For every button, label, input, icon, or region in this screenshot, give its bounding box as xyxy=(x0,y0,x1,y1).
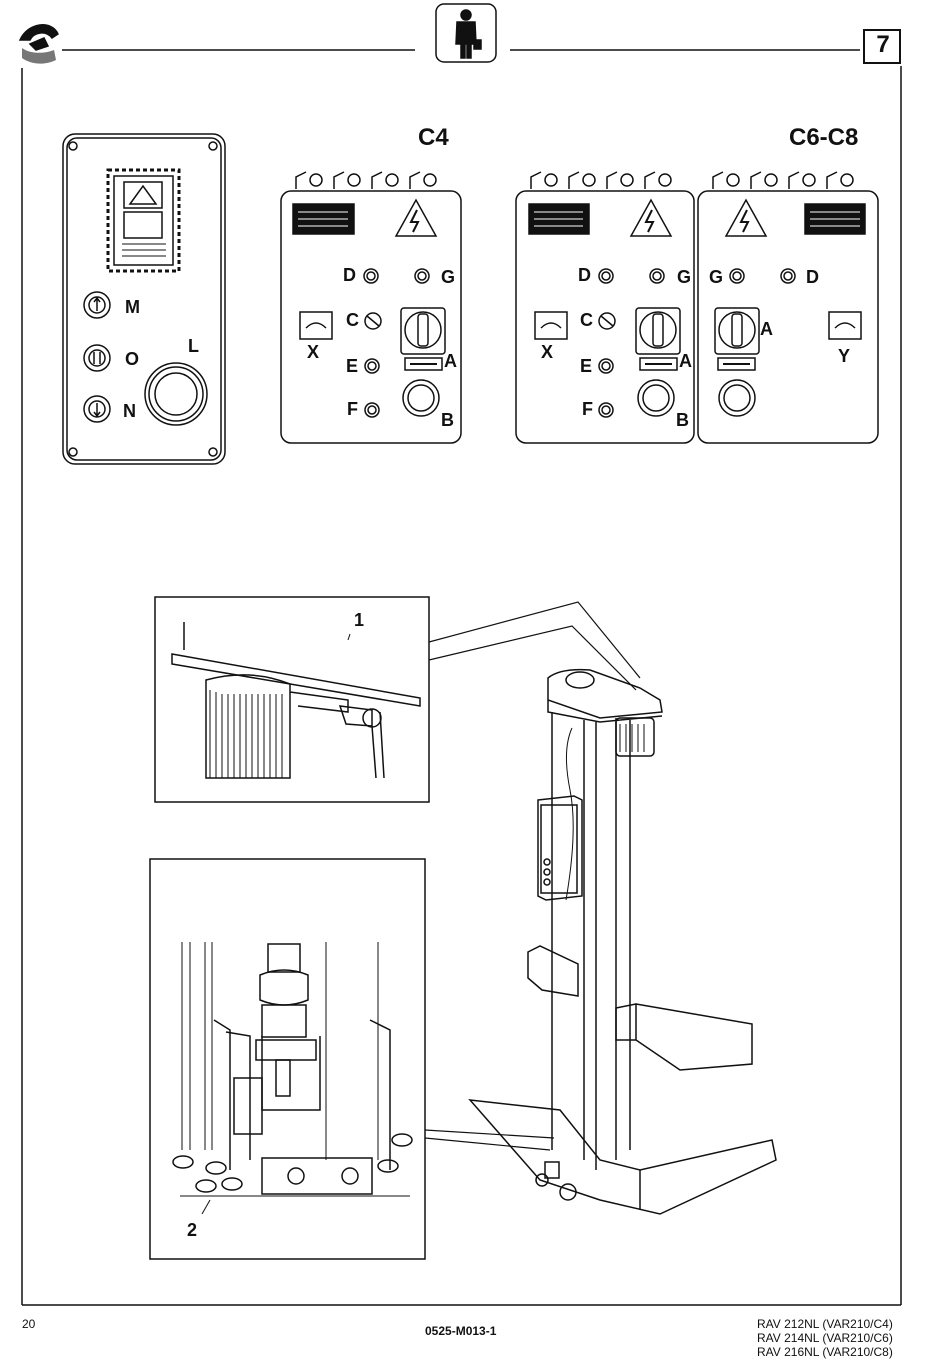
c6r-label-d: D xyxy=(806,268,819,286)
model-line-1: RAV 212NL (VAR210/C4) xyxy=(757,1317,893,1331)
detail-2-drawing xyxy=(150,859,554,1259)
page-marker: 7 xyxy=(867,31,899,59)
callout-1: 1 xyxy=(354,611,364,629)
c4-label-x: X xyxy=(307,343,319,361)
c4-label-g: G xyxy=(441,268,455,286)
remote-control-panel xyxy=(63,134,225,464)
c6l-label-x: X xyxy=(541,343,553,361)
c6l-label-c: C xyxy=(580,311,593,329)
panel-title-c6-c8: C6-C8 xyxy=(789,124,858,152)
c6l-label-g: G xyxy=(677,268,691,286)
panel-c6-right xyxy=(698,172,878,443)
c4-label-a: A xyxy=(444,352,457,370)
lift-column-drawing xyxy=(470,670,776,1214)
c6r-label-g: G xyxy=(709,268,723,286)
label-o: O xyxy=(125,350,139,368)
panel-title-c4: C4 xyxy=(418,124,449,152)
label-l: L xyxy=(188,337,199,355)
callout-2: 2 xyxy=(187,1221,197,1239)
c4-label-f: F xyxy=(347,400,358,418)
c4-label-c: C xyxy=(346,311,359,329)
c4-label-e: E xyxy=(346,357,358,375)
page-number: 20 xyxy=(22,1317,35,1331)
c6l-label-d: D xyxy=(578,266,591,284)
c6l-label-a: A xyxy=(679,352,692,370)
label-m: M xyxy=(125,298,140,316)
c6r-label-y: Y xyxy=(838,347,850,365)
panel-c4 xyxy=(281,172,461,443)
c6l-label-f: F xyxy=(582,400,593,418)
c6r-label-a: A xyxy=(760,320,773,338)
c6l-label-b: B xyxy=(676,411,689,429)
operator-icon xyxy=(436,4,496,62)
doc-code: 0525-M013-1 xyxy=(425,1324,496,1338)
model-line-3: RAV 216NL (VAR210/C8) xyxy=(757,1345,893,1359)
c4-label-b: B xyxy=(441,411,454,429)
c6l-label-e: E xyxy=(580,357,592,375)
panel-c6-left xyxy=(516,172,694,443)
label-n: N xyxy=(123,402,136,420)
brand-logo xyxy=(20,25,58,64)
model-line-2: RAV 214NL (VAR210/C6) xyxy=(757,1331,893,1345)
c4-label-d: D xyxy=(343,266,356,284)
